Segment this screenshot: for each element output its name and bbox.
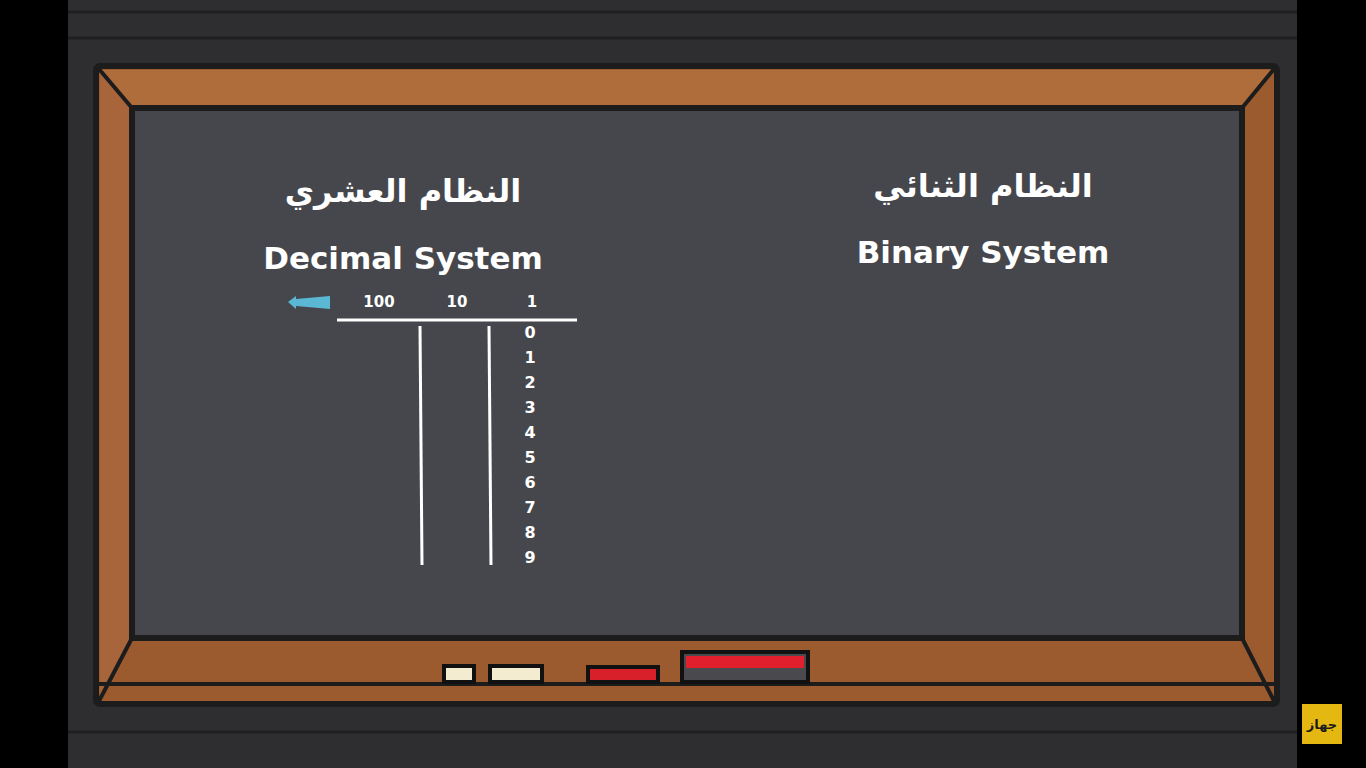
- digit: 9: [524, 549, 535, 567]
- wall-line: [68, 37, 1297, 40]
- digit: 3: [524, 399, 535, 417]
- digit: 4: [524, 424, 535, 442]
- eraser: [682, 652, 808, 682]
- heading-english: Binary System: [857, 235, 1110, 269]
- digit: 5: [524, 449, 535, 467]
- heading-arabic: النظام العشري: [285, 174, 522, 209]
- wall-line: [68, 731, 1297, 734]
- eraser-top: [686, 656, 804, 668]
- digit: 6: [524, 474, 535, 492]
- frame-corner: [1242, 69, 1274, 108]
- frame-bevel: [100, 70, 1273, 108]
- digit: 1: [524, 349, 535, 367]
- place-value-arrow: [288, 296, 330, 309]
- place-value-header: 1: [527, 294, 537, 311]
- table-rule: [337, 319, 577, 322]
- chalk-piece: [490, 666, 542, 682]
- frame-corner: [1242, 638, 1274, 701]
- digit: 0: [524, 324, 535, 342]
- chalk-piece: [588, 667, 658, 682]
- frame-corner: [99, 638, 132, 701]
- table-rule: [489, 326, 491, 565]
- chalk-piece: [444, 666, 474, 682]
- channel-logo: جهاز: [1302, 704, 1342, 744]
- digit: 7: [524, 499, 535, 517]
- digit: 8: [524, 524, 535, 542]
- place-value-header: 100: [363, 294, 394, 311]
- place-value-header: 10: [447, 294, 468, 311]
- heading-english: Decimal System: [263, 241, 543, 275]
- table-rule: [420, 326, 422, 565]
- wall-line: [68, 11, 1297, 14]
- logo-text: جهاز: [1307, 717, 1337, 732]
- side-bar: [1297, 0, 1366, 768]
- board-frame: [96, 66, 1277, 704]
- frame-corner: [99, 69, 132, 108]
- heading-arabic: النظام الثنائي: [873, 169, 1092, 204]
- board-surface: [132, 108, 1242, 638]
- frame-bevel: [100, 70, 132, 700]
- side-bar: [0, 0, 68, 768]
- digit: 2: [524, 374, 535, 392]
